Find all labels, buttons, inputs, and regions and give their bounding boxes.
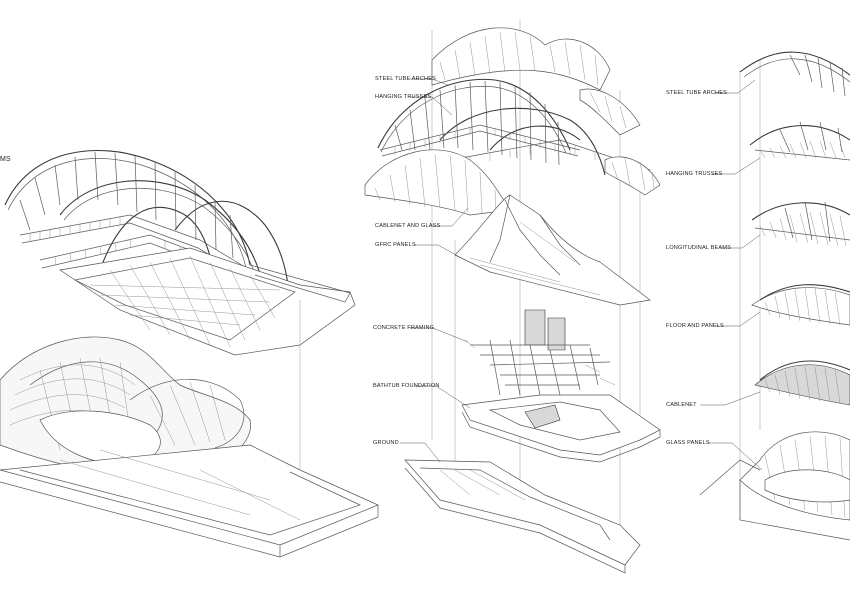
center-cablenet-sheets [431, 27, 641, 136]
label-glass-panels: GLASS PANELS [666, 440, 710, 446]
right-leader-lines [700, 79, 763, 471]
label-cablenet: CABLENET [666, 402, 697, 408]
left-steel-arches [4, 150, 291, 306]
center-concrete-framing [464, 309, 616, 396]
right-hanging-trusses [749, 121, 850, 161]
center-leader-lines [400, 78, 471, 463]
center-ground [404, 459, 641, 574]
label-cablenet-and-glass: CABLENET AND GLASS [375, 223, 441, 229]
center-bathtub-foundation [461, 394, 661, 463]
right-cablenet [754, 360, 850, 406]
right-floor-and-panels [751, 284, 850, 326]
right-steel-arches [739, 51, 850, 97]
center-exploded-assembly [364, 20, 661, 574]
center-gfrc-panels [454, 194, 651, 306]
label-gfrc-panels: GFRC PANELS [375, 242, 416, 248]
center-cablenet-glass [364, 149, 661, 216]
left-assembled-structure [0, 150, 379, 558]
label-hanging-trusses-center: HANGING TRUSSES [375, 94, 432, 100]
label-bathtub-foundation: BATHTUB FOUNDATION [373, 383, 440, 389]
left-floor-deck [59, 247, 356, 356]
left-partial-label: MS [0, 156, 11, 163]
label-steel-tube-arches-center: STEEL TUBE ARCHES [375, 76, 436, 82]
label-longitudinal-beams: LONGITUDINAL BEAMS [666, 245, 731, 251]
left-glass-shell [0, 336, 251, 479]
label-steel-tube-arches-right: STEEL TUBE ARCHES [666, 90, 727, 96]
center-steel-arches [377, 78, 606, 176]
left-base-plinth [0, 444, 379, 558]
label-hanging-trusses-right: HANGING TRUSSES [666, 171, 723, 177]
right-longitudinal-beams [751, 201, 850, 247]
label-ground: GROUND [373, 440, 399, 446]
label-floor-and-panels: FLOOR AND PANELS [666, 323, 724, 329]
right-glass-panels [699, 431, 850, 541]
right-exploded-column [699, 51, 850, 541]
label-concrete-framing: CONCRETE FRAMING [373, 325, 435, 331]
